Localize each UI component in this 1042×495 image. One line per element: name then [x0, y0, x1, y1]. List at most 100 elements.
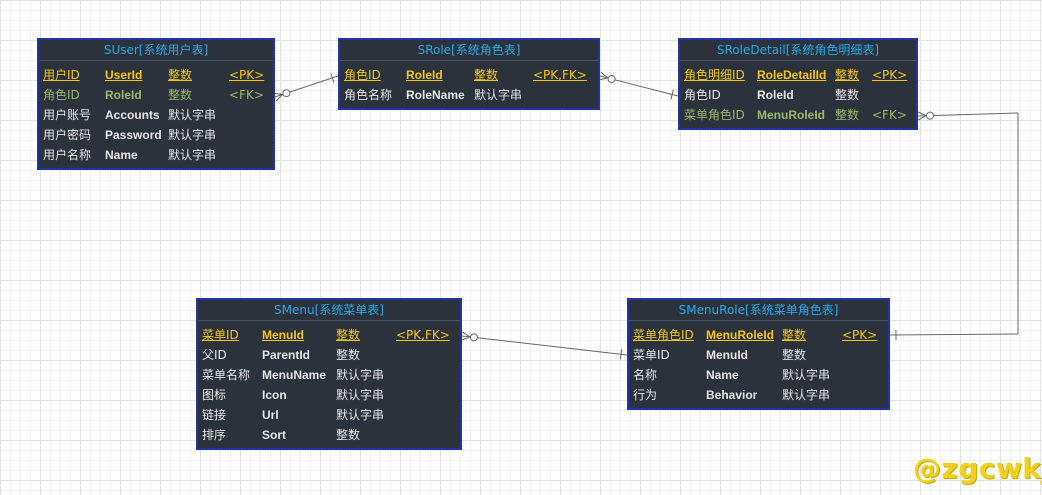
watermark: @zgcwkj	[913, 452, 1042, 485]
row-data-type: 整数	[168, 68, 193, 82]
row-key-marker: <PK,FK>	[533, 68, 587, 82]
row-key-marker: <FK>	[872, 108, 907, 122]
row-data-type: 默认字串	[168, 108, 217, 122]
row-label: 菜单名称	[202, 368, 251, 382]
row-label: 角色名称	[344, 88, 393, 102]
row-field-name: Sort	[262, 428, 286, 442]
entity-row: 角色ID RoleId 整数 <PK,FK>	[340, 65, 598, 85]
connector-line	[461, 335, 628, 356]
entity-srole[interactable]: SRole[系统角色表] 角色ID RoleId 整数 <PK,FK> 角色名称 Role…	[338, 38, 600, 110]
crow-foot-mark	[917, 115, 927, 121]
entity-row: 菜单名称 MenuName 默认字串	[198, 365, 460, 385]
row-data-type: 整数	[782, 348, 807, 362]
entity-row: 角色名称 RoleName 默认字串	[340, 85, 598, 105]
row-data-type: 整数	[835, 68, 860, 82]
entity-title: SUser[系统用户表]	[39, 40, 273, 61]
row-label: 角色ID	[344, 68, 381, 82]
connector-line	[889, 333, 1019, 336]
row-field-name: ParentId	[262, 348, 311, 362]
row-field-name: RoleName	[406, 88, 465, 102]
row-field-name: RoleId	[105, 88, 142, 102]
one-bar-mark	[330, 72, 335, 83]
row-field-name: Accounts	[105, 108, 160, 122]
row-field-name: Name	[105, 148, 138, 162]
entity-row: 菜单ID MenuId 整数 <PK,FK>	[198, 325, 460, 345]
row-data-type: 默认字串	[474, 88, 523, 102]
row-field-name: Password	[105, 128, 162, 142]
row-field-name: Icon	[262, 388, 287, 402]
row-field-name: MenuName	[262, 368, 327, 382]
entity-smenurole[interactable]: SMenuRole[系统菜单角色表] 菜单角色ID MenuRoleId 整数 <PK…	[627, 298, 890, 410]
row-data-type: 整数	[835, 108, 860, 122]
row-key-marker: <PK>	[229, 68, 265, 82]
crow-foot-mark	[600, 71, 609, 79]
row-data-type: 整数	[835, 88, 860, 102]
entity-title: SRoleDetail[系统角色明细表]	[680, 40, 916, 61]
row-label: 用户名称	[43, 148, 92, 162]
row-label: 菜单ID	[633, 348, 670, 362]
entity-row: 菜单角色ID MenuRoleId 整数 <PK>	[629, 325, 888, 345]
row-label: 用户密码	[43, 128, 92, 142]
row-field-name: MenuId	[262, 328, 304, 342]
crow-foot-mark	[598, 77, 608, 81]
entity-row: 角色ID RoleId 整数	[680, 85, 916, 105]
entity-title: SMenuRole[系统菜单角色表]	[629, 300, 888, 321]
one-bar-mark	[619, 349, 623, 360]
row-label: 名称	[633, 368, 658, 382]
row-label: 角色ID	[43, 88, 80, 102]
entity-row: 菜单ID MenuId 整数	[629, 345, 888, 365]
crow-foot-mark	[462, 331, 471, 338]
row-field-name: RoleId	[406, 68, 443, 82]
row-data-type: 整数	[336, 328, 361, 342]
row-data-type: 默认字串	[336, 388, 385, 402]
entity-row: 图标 Icon 默认字串	[198, 385, 460, 405]
entity-row: 角色ID RoleId 整数 <FK>	[39, 85, 273, 105]
entity-title: SMenu[系统菜单表]	[198, 300, 460, 321]
connector-line	[917, 112, 1019, 117]
row-field-name: RoleId	[757, 88, 794, 102]
row-data-type: 默认字串	[782, 388, 831, 402]
row-data-type: 整数	[474, 68, 499, 82]
optional-circle-mark	[469, 333, 478, 342]
row-field-name: MenuRoleId	[706, 328, 774, 342]
row-key-marker: <PK>	[842, 328, 878, 342]
row-label: 图标	[202, 388, 227, 402]
row-key-marker: <FK>	[229, 88, 264, 102]
row-label: 链接	[202, 408, 227, 422]
crow-foot-mark	[917, 111, 927, 117]
row-label: 角色ID	[684, 88, 721, 102]
row-data-type: 默认字串	[782, 368, 831, 382]
crow-foot-mark	[461, 336, 471, 341]
row-key-marker: <PK,FK>	[396, 328, 450, 342]
row-data-type: 整数	[782, 328, 807, 342]
row-label: 角色明细ID	[684, 68, 745, 82]
row-field-name: MenuId	[706, 348, 748, 362]
crow-foot-mark	[273, 92, 283, 95]
row-data-type: 默认字串	[336, 408, 385, 422]
row-label: 行为	[633, 388, 658, 402]
row-field-name: MenuRoleId	[757, 108, 825, 122]
row-label: 菜单ID	[202, 328, 239, 342]
entity-title: SRole[系统角色表]	[340, 40, 598, 61]
row-data-type: 默认字串	[168, 128, 217, 142]
row-data-type: 默认字串	[336, 368, 385, 382]
row-label: 菜单角色ID	[633, 328, 694, 342]
row-data-type: 整数	[168, 88, 193, 102]
optional-circle-mark	[607, 74, 616, 83]
